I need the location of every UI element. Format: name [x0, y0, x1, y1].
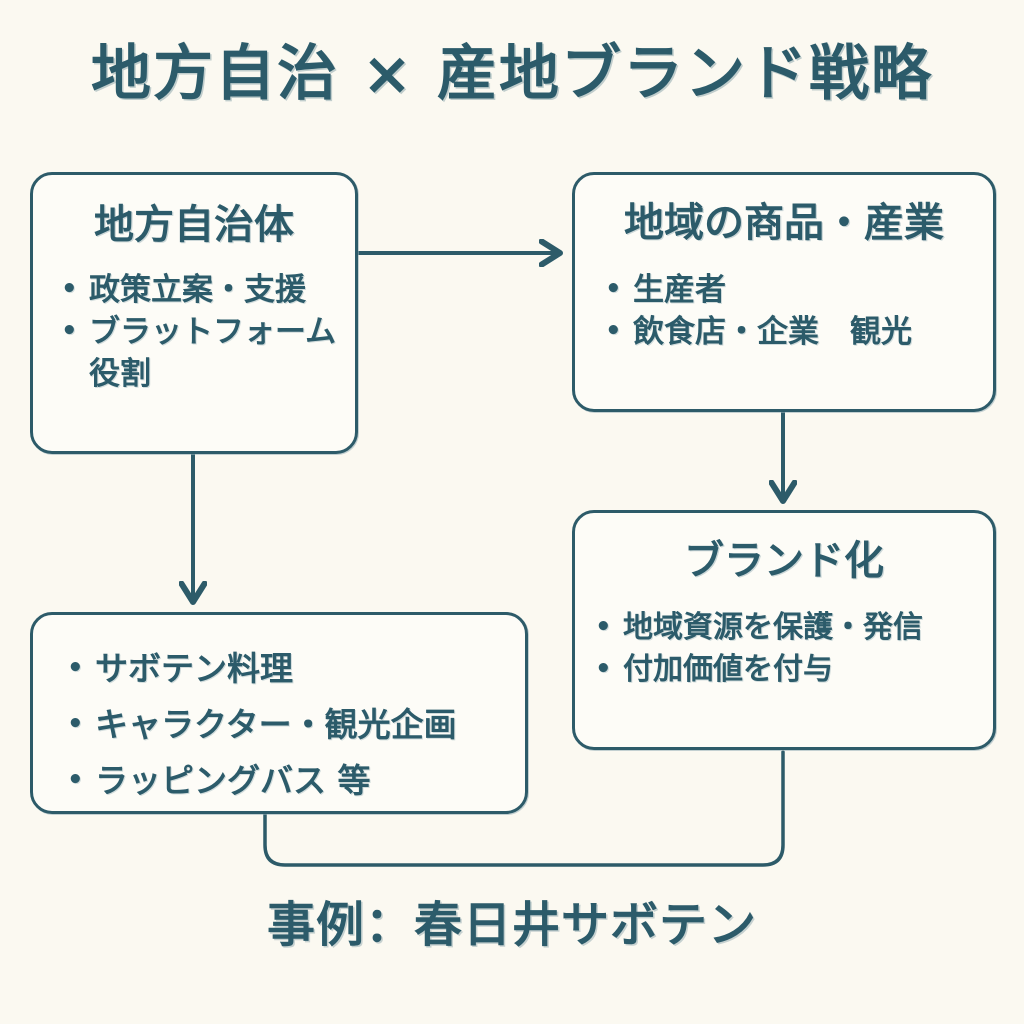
list-item: 政策立案・支援 — [59, 268, 355, 311]
list-item: 生産者 — [603, 268, 993, 311]
list-item: サボテン料理 — [65, 640, 525, 697]
list-item: 飲食店・企業 観光 — [603, 310, 993, 353]
list-item: ブラットフォーム — [59, 310, 355, 353]
node-branding-bullets: 地域資源を保護・発信 付加価値を付与 — [593, 606, 993, 691]
node-branding-title: ブランド化 — [684, 538, 884, 584]
node-examples[interactable]: サボテン料理 キャラクター・観光企画 ラッピングバス 等 — [30, 612, 528, 814]
node-regional-products[interactable]: 地域の商品・産業 生産者 飲食店・企業 観光 — [572, 172, 996, 412]
node-municipality-title: 地方自治体 — [94, 202, 294, 248]
list-item-continuation: 役割 — [89, 356, 151, 392]
list-item: 付加価値を付与 — [593, 648, 993, 691]
footer-caption: 事例：春日井サボテン — [266, 897, 757, 953]
list-item: ラッピングバス 等 — [65, 752, 525, 809]
page-title: 地方自治 × 産地ブランド戦略 — [90, 39, 934, 109]
node-municipality-bullets: 政策立案・支援 ブラットフォーム 役割 — [59, 268, 355, 395]
list-item: 地域資源を保護・発信 — [593, 606, 993, 649]
node-regional-products-title: 地域の商品・産業 — [624, 200, 944, 246]
node-municipality[interactable]: 地方自治体 政策立案・支援 ブラットフォーム 役割 — [30, 172, 358, 454]
node-examples-bullets: サボテン料理 キャラクター・観光企画 ラッピングバス 等 — [65, 640, 525, 809]
node-regional-products-bullets: 生産者 飲食店・企業 観光 — [603, 268, 993, 353]
list-item: キャラクター・観光企画 — [65, 696, 525, 753]
node-branding[interactable]: ブランド化 地域資源を保護・発信 付加価値を付与 — [572, 510, 996, 750]
